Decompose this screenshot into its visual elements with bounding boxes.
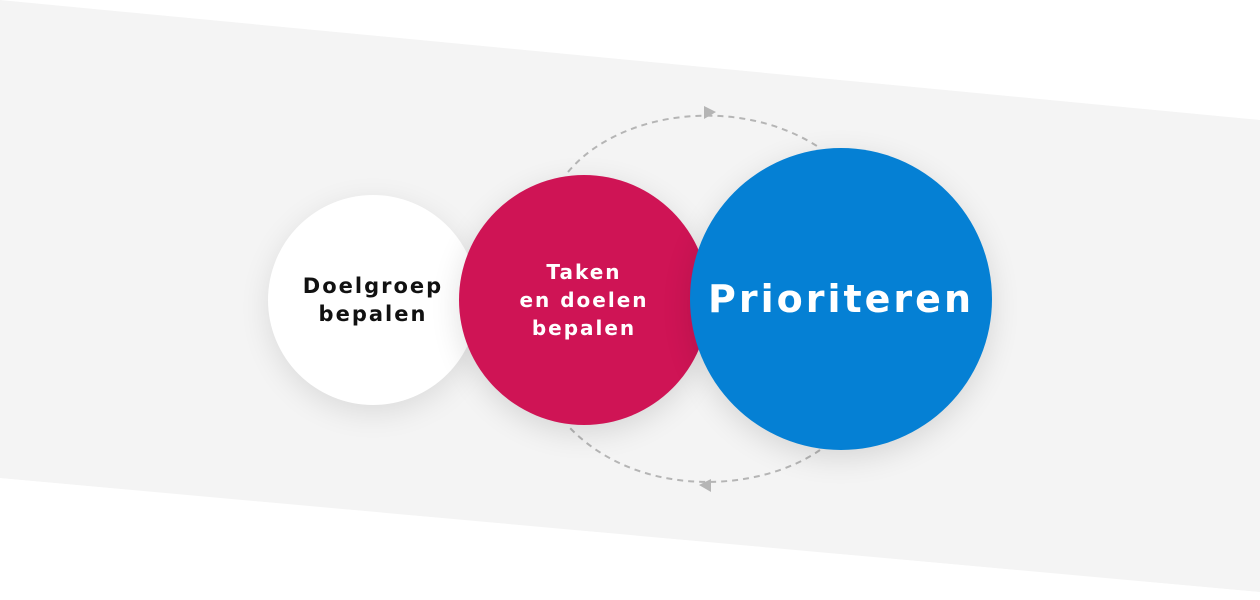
circle-doelgroep-label: Doelgroep bepalen [302,274,444,326]
circle-prioriteren-label: Prioriteren [708,277,974,321]
circle-taken: Taken en doelen bepalen [459,175,709,425]
arrowhead-right-icon [704,106,716,119]
cycle-arc-top [567,114,821,173]
circle-doelgroep: Doelgroep bepalen [268,195,478,405]
arrowhead-left-icon [699,479,711,492]
cycle-arc-bottom [569,427,821,483]
circle-prioriteren: Prioriteren [690,148,992,450]
circle-taken-label: Taken en doelen bepalen [519,260,649,340]
